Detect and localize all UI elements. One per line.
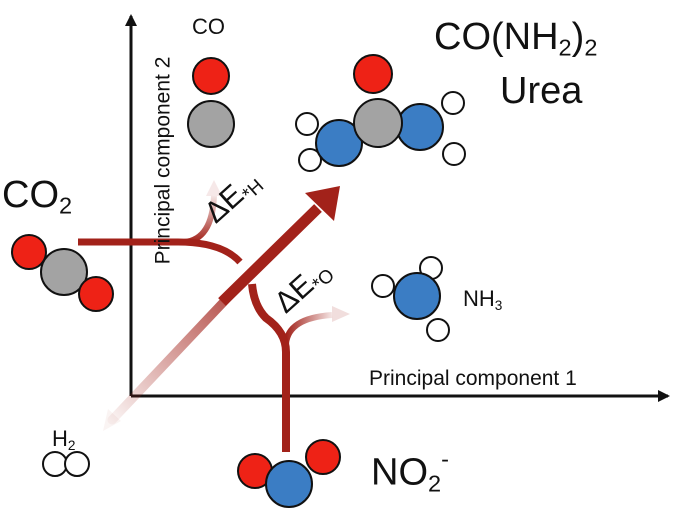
urea-pathway-arrowhead: [305, 186, 340, 221]
carbon-atom: [353, 98, 403, 148]
no2-label-sub: 2: [428, 470, 442, 497]
co2-pathway: [78, 238, 243, 265]
oxygen-atom: [192, 57, 230, 95]
nh3-label-main: NH: [463, 286, 495, 311]
hydrogen-atom: [295, 112, 319, 136]
oxygen-atom: [305, 439, 341, 475]
co2-label: CO2: [2, 176, 72, 218]
h2-label-main: H: [52, 426, 68, 451]
x-axis-label: Principal component 1: [369, 367, 577, 390]
h2-label: H2: [52, 426, 76, 453]
urea-formula-sub: 2: [558, 34, 572, 61]
oxygen-atom: [78, 276, 114, 312]
nitrogen-atom: [315, 119, 363, 167]
oxygen-atom: [353, 54, 393, 94]
h2-pathway-arrowhead: [103, 409, 121, 431]
urea-formula-sub2: 2: [584, 34, 598, 61]
hydrogen-atom: [42, 451, 68, 477]
h2-molecule: [42, 451, 90, 477]
nh3-label: NH3: [463, 286, 503, 313]
co-branch-arrowhead: [206, 180, 222, 196]
co2-label-main: CO: [2, 174, 59, 216]
co2-molecule: [11, 234, 114, 312]
urea-formula: CO(NH2)2: [434, 18, 597, 60]
no2-label-sup: -: [441, 446, 449, 472]
urea-pathway-arrow: [218, 204, 322, 306]
co-label: CO: [192, 14, 225, 39]
h2-label-sub: 2: [67, 437, 76, 453]
urea-molecule: [295, 54, 466, 172]
nh3-label-sub: 3: [494, 297, 503, 313]
nitrogen-atom: [265, 460, 313, 508]
no2-label-main: NO: [371, 451, 428, 494]
nh3-molecule: [371, 256, 450, 342]
hydrogen-atom: [371, 274, 395, 298]
urea-name: Urea: [500, 70, 583, 112]
urea-formula-b: ): [571, 16, 585, 58]
no2-molecule: [237, 439, 341, 508]
co2-label-sub: 2: [59, 192, 73, 219]
oxygen-atom: [11, 234, 47, 270]
hydrogen-atom: [426, 318, 450, 342]
nh3-branch-arrowhead: [332, 306, 350, 322]
urea-formula-a: CO(NH: [434, 16, 559, 58]
no2-pathway: [248, 283, 290, 452]
hydrogen-atom: [64, 451, 90, 477]
nitrogen-atom: [396, 103, 444, 151]
carbon-atom: [187, 100, 235, 148]
co-molecule: [187, 57, 235, 148]
hydrogen-atom: [441, 91, 465, 115]
co-branch-arrow: [183, 195, 217, 245]
y-axis-label: Principal component 2: [151, 56, 175, 265]
hydrogen-atom: [298, 148, 322, 172]
nh3-branch-arrow: [283, 312, 333, 345]
carbon-atom: [40, 248, 88, 296]
no2-label: NO2-: [371, 446, 449, 497]
nitrogen-atom: [393, 272, 441, 320]
hydrogen-atom: [442, 142, 466, 166]
